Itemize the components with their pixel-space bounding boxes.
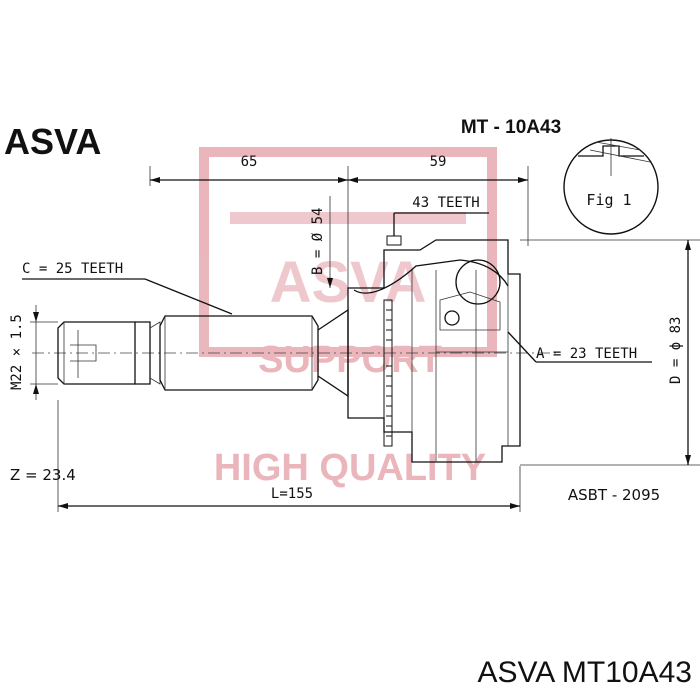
diameter-arrow-bottom [685, 455, 691, 465]
spline-callout: C = 25 TEETH [22, 261, 233, 315]
footer-caption: ASVA MT10A43 [477, 656, 692, 689]
shaft-collar [135, 321, 151, 385]
joint-housing [347, 239, 521, 463]
watermark-sub: SUPPORT [258, 339, 442, 381]
arrow-mid-b [348, 177, 358, 183]
fig-1-detail: Fig 1 [563, 138, 659, 235]
fig-hatch-1 [589, 149, 651, 163]
outer-teeth-callout: 43 TEETH [386, 195, 489, 246]
bore-callout: B = Ø 54 [310, 196, 333, 288]
abs-ring [383, 299, 393, 447]
spline-leader-diag [144, 278, 233, 315]
shaft [57, 308, 349, 398]
length-dimension: L=155 Z = 23.4 [10, 400, 521, 512]
diameter-callout: D = ϕ 83 [520, 239, 700, 466]
shaft-cotter-slot [70, 344, 97, 362]
housing-inner-ball [444, 310, 460, 326]
housing-ball [455, 259, 501, 305]
length-label: L=155 [271, 486, 313, 502]
arrow-mid-a [338, 177, 348, 183]
abs-teeth-callout: A = 23 TEETH [507, 331, 652, 363]
dim-65: 65 [241, 154, 258, 170]
thread-arrow-top [33, 312, 39, 322]
abs-leader-diag [507, 331, 537, 363]
outer-teeth-label: 43 TEETH [412, 195, 479, 211]
shaft-spline-section [159, 315, 319, 391]
length-arrow-right [510, 503, 520, 509]
thread-arrow-bottom [33, 384, 39, 394]
arrow-right [518, 177, 528, 183]
abs-ring-teeth [386, 309, 392, 437]
housing-cage [439, 291, 501, 331]
fig-label: Fig 1 [586, 191, 631, 209]
fig-hatch-2 [595, 141, 641, 151]
top-dimensions: 65 59 [149, 154, 529, 288]
bore-label: B = Ø 54 [310, 208, 326, 275]
arrow-left [150, 177, 160, 183]
z-value-label: Z = 23.4 [10, 466, 76, 484]
brand-logo-text: ASVA [4, 121, 101, 162]
thread-callout: M22 × 1.5 [9, 305, 58, 400]
dim-59: 59 [430, 154, 447, 170]
outer-teeth-marker [386, 235, 402, 246]
diameter-arrow-top [685, 240, 691, 250]
watermark-high-quality: HIGH QUALITY [214, 447, 486, 489]
diameter-label: D = ϕ 83 [668, 317, 684, 384]
spline-label: C = 25 TEETH [22, 261, 123, 277]
housing-boot-curve [353, 259, 509, 294]
abs-ring-code: ASBT - 2095 [568, 486, 660, 504]
bore-arrow [327, 278, 333, 288]
length-arrow-left [58, 503, 68, 509]
thread-label: M22 × 1.5 [9, 314, 25, 390]
abs-teeth-label: A = 23 TEETH [536, 346, 637, 362]
part-number-title: MT - 10A43 [461, 117, 561, 138]
